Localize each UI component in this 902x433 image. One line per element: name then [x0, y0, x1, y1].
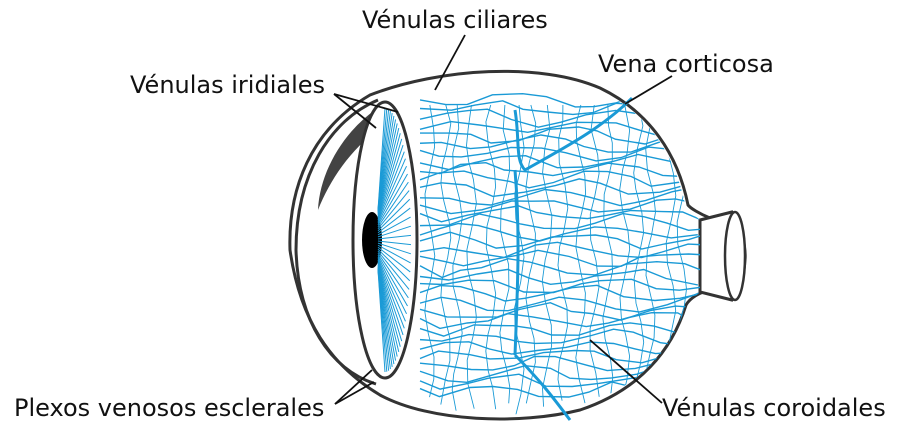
label-scleral-plexus: Plexos venosos esclerales — [14, 394, 324, 422]
label-iris-venules: Vénulas iridiales — [130, 71, 325, 99]
optic-nerve-end — [725, 212, 745, 300]
label-vortex-vein: Vena corticosa — [598, 50, 774, 78]
label-choroidal-venules: Vénulas coroidales — [662, 394, 886, 422]
label-ciliary-venules: Vénulas ciliares — [362, 6, 548, 34]
